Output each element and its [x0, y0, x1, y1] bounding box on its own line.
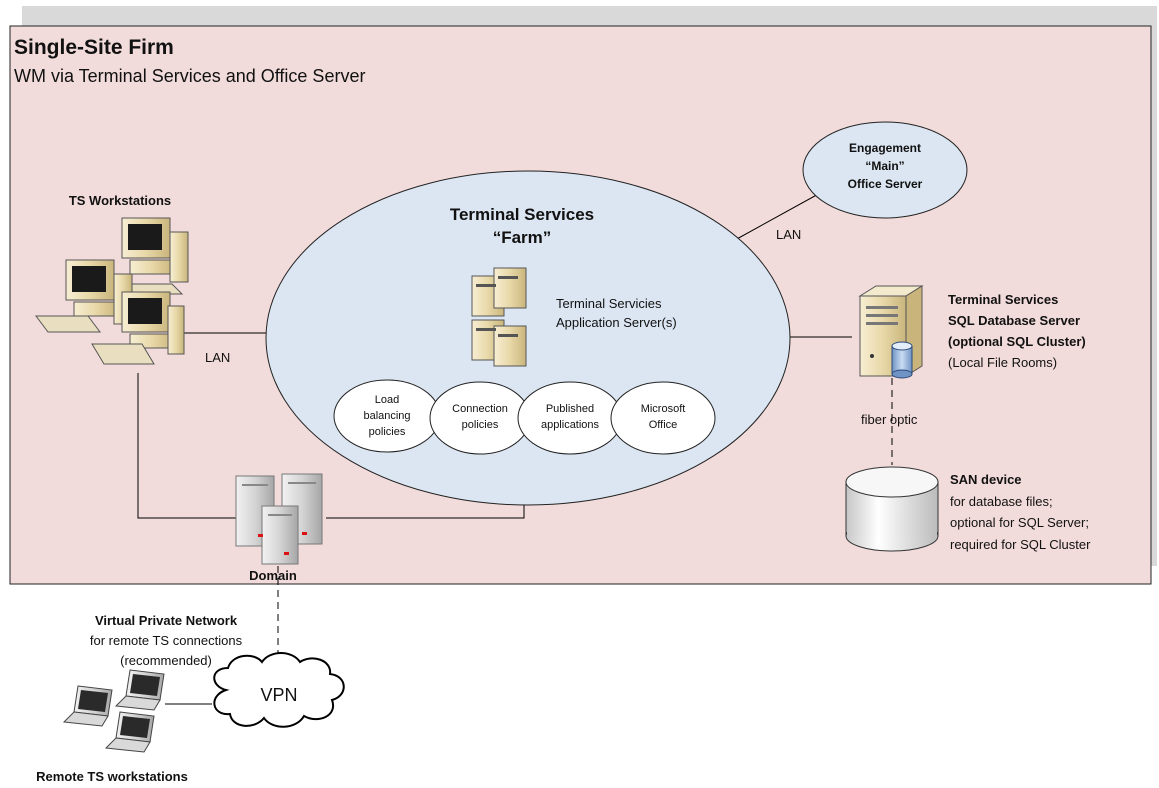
domain-servers: Domain — [235, 473, 323, 583]
laptop-icon — [114, 669, 165, 711]
san-cylinder-icon — [845, 466, 939, 552]
engagement-ellipse — [802, 121, 968, 219]
engagement-line2: “Main” — [865, 159, 904, 173]
vpn-line2: (recommended) — [120, 653, 212, 668]
database-icon — [891, 341, 913, 379]
lan-right-label: LAN — [776, 227, 801, 242]
workstation-icon — [120, 217, 189, 295]
domain-label: Domain — [249, 568, 297, 583]
san-line1: for database files; — [950, 494, 1053, 509]
policy-microsoft-office: Microsoft Office — [610, 381, 716, 455]
svg-text:Load: Load — [375, 394, 399, 406]
domain-farm-link — [326, 505, 525, 519]
farm-title-line2: “Farm” — [493, 228, 552, 247]
policy-load-balancing: Load balancing policies — [333, 379, 441, 453]
svg-text:Published: Published — [546, 403, 594, 415]
ts-workstations-label: TS Workstations — [69, 193, 171, 208]
vpn-title: Virtual Private Network — [95, 613, 238, 628]
vpn-line1: for remote TS connections — [90, 633, 243, 648]
app-server-line2: Application Server(s) — [556, 315, 677, 330]
san-line3: required for SQL Cluster — [950, 537, 1091, 552]
sql-server-icon — [858, 285, 924, 379]
vpn-cloud-label: VPN — [260, 685, 297, 705]
laptop-icon — [104, 711, 155, 753]
farm: Terminal Services “Farm” Terminal Servic… — [265, 170, 791, 506]
san-line2: optional for SQL Server; — [950, 515, 1089, 530]
svg-text:Office: Office — [649, 419, 678, 431]
sql-server: Terminal Services SQL Database Server (o… — [858, 285, 1086, 379]
lan-right-link — [734, 191, 823, 241]
frame-subtitle: WM via Terminal Services and Office Serv… — [14, 66, 365, 86]
svg-text:applications: applications — [541, 419, 600, 431]
app-server-line1: Terminal Servicies — [556, 296, 662, 311]
lan-left-label: LAN — [205, 350, 230, 365]
remote-workstations: Remote TS workstations — [36, 669, 188, 784]
workstation-icon — [35, 259, 133, 333]
engagement-server: Engagement “Main” Office Server — [802, 121, 968, 219]
sql-line3: (optional SQL Cluster) — [948, 334, 1086, 349]
san-title: SAN device — [950, 472, 1022, 487]
frame-title: Single-Site Firm — [14, 36, 174, 59]
laptop-icon — [62, 685, 113, 727]
domain-link — [137, 373, 236, 519]
ts-workstations: TS Workstations — [35, 193, 189, 365]
vpn-info: Virtual Private Network for remote TS co… — [90, 613, 243, 668]
sql-line4: (Local File Rooms) — [948, 355, 1057, 370]
policy-connection: Connection policies — [429, 381, 531, 455]
svg-text:Microsoft: Microsoft — [641, 403, 686, 415]
remote-label: Remote TS workstations — [36, 769, 188, 784]
san-device: SAN device for database files; optional … — [845, 466, 1091, 552]
svg-text:balancing: balancing — [363, 410, 410, 422]
svg-text:policies: policies — [462, 419, 499, 431]
workstation-icon — [91, 291, 185, 365]
svg-text:Connection: Connection — [452, 403, 508, 415]
engagement-line3: Office Server — [848, 177, 923, 191]
app-server-icon — [471, 267, 527, 367]
vpn-cloud: VPN — [213, 652, 345, 728]
svg-text:policies: policies — [369, 426, 406, 438]
domain-server-icon — [235, 473, 323, 565]
connection-lines — [137, 191, 893, 705]
fiber-label: fiber optic — [861, 412, 918, 427]
sql-line2: SQL Database Server — [948, 313, 1080, 328]
engagement-line1: Engagement — [849, 141, 921, 155]
policy-published-applications: Published applications — [517, 381, 623, 455]
cloud-icon — [213, 652, 345, 728]
farm-title-line1: Terminal Services — [450, 205, 594, 224]
sql-line1: Terminal Services — [948, 292, 1058, 307]
